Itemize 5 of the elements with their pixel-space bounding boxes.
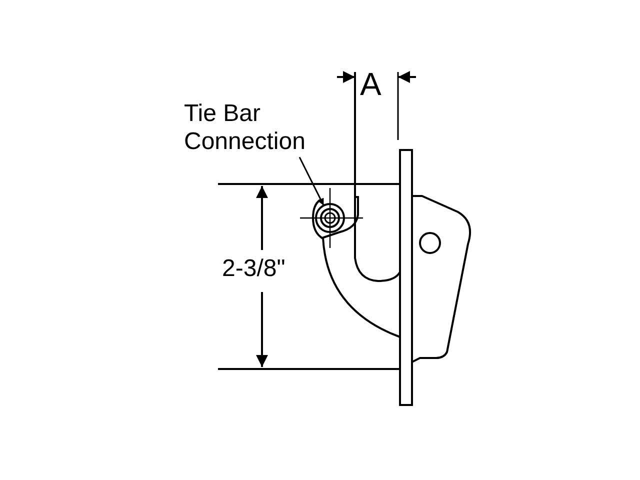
callout-text: Tie Bar Connection <box>184 100 359 156</box>
leader-line <box>298 156 324 206</box>
dimension-label: A <box>360 66 382 103</box>
pin-circle <box>315 203 345 233</box>
dimension-label: 2-3/8" <box>222 255 286 283</box>
